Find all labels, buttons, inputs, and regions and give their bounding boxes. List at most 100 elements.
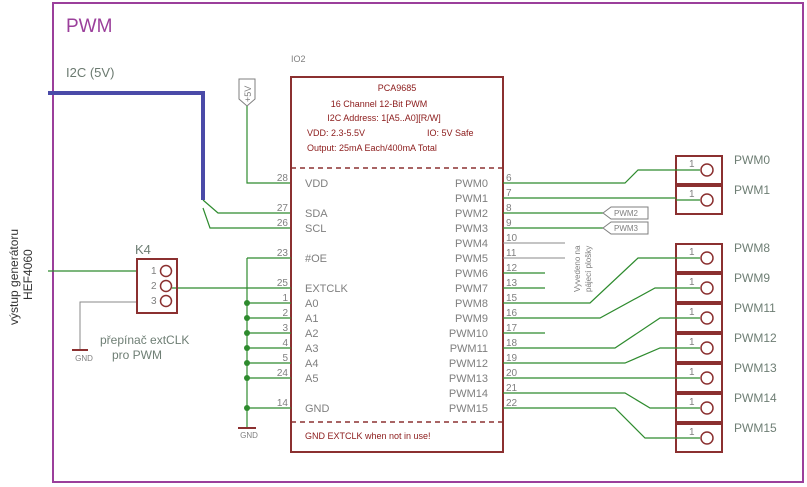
ic-name: PCA9685 [378, 83, 417, 93]
left-pin-number: 24 [277, 368, 289, 379]
side-note-2: pájecí plošky [584, 246, 593, 292]
junction-dot [244, 375, 250, 381]
plus5v-label: +5V [243, 86, 253, 102]
left-pin-number: 2 [282, 308, 288, 319]
k4-caption-2: pro PWM [112, 348, 162, 362]
left-pin-name: A1 [305, 313, 318, 325]
left-pin-name: A2 [305, 328, 318, 340]
right-pin-number: 9 [506, 218, 512, 229]
right-pin-name: PWM14 [449, 388, 488, 400]
right-pin-name: PWM3 [455, 223, 488, 235]
ic-addr: I2C Address: 1[A5..A0][R/W] [327, 113, 441, 123]
chip-gnd-label: GND [240, 431, 258, 440]
junction-dot [244, 315, 250, 321]
k4-gnd-wire [79, 301, 137, 350]
scl-wire [202, 207, 291, 229]
i2c-bus [48, 91, 205, 200]
k4-pin [159, 279, 173, 293]
right-pin-name: PWM5 [455, 253, 488, 265]
right-pin-number: 10 [506, 233, 518, 244]
right-pin-name: PWM12 [449, 358, 488, 370]
sheet-frame [52, 2, 804, 483]
connector-label: PWM12 [734, 331, 777, 345]
connector-pin [700, 281, 714, 295]
right-pin-number: 22 [506, 398, 518, 409]
connector-pin-number: 1 [689, 307, 695, 318]
left-pin-number: 23 [277, 248, 289, 259]
junction-dot [244, 345, 250, 351]
left-pin-name: A4 [305, 358, 318, 370]
right-pin-number: 15 [506, 293, 518, 304]
left-pin-number: 26 [277, 218, 289, 229]
ic-io-note: IO: 5V Safe [427, 128, 474, 138]
connector-label: PWM13 [734, 361, 777, 375]
left-pin-name: SCL [305, 223, 326, 235]
plus5v-symbol [238, 78, 256, 107]
right-pin-name: PWM2 [455, 208, 488, 220]
right-pin-name: PWM6 [455, 268, 488, 280]
k4-pin-number: 2 [151, 281, 157, 292]
k4-gnd-label: GND [75, 354, 93, 363]
connector-pin-number: 1 [689, 337, 695, 348]
right-pin-number: 13 [506, 278, 518, 289]
connector-label: PWM11 [734, 301, 776, 315]
pwm-trace [545, 407, 676, 439]
sda-wire [202, 199, 291, 214]
left-pin-name: A5 [305, 373, 318, 385]
k4-pin [159, 294, 173, 308]
k4-pin-number: 3 [151, 296, 157, 307]
bus-label: I2C (5V) [66, 65, 114, 80]
connector-label: PWM1 [734, 183, 770, 197]
connector-pin [700, 401, 714, 415]
left-pin-number: 4 [282, 338, 288, 349]
left-pin-number: 28 [277, 173, 289, 184]
right-pin-number: 16 [506, 308, 518, 319]
ic-body [290, 76, 504, 453]
connector-pin [700, 251, 714, 265]
right-pin-number: 7 [506, 188, 512, 199]
pwm-trace [545, 169, 676, 184]
ic-ref: IO2 [291, 54, 306, 64]
connector-label: PWM14 [734, 391, 777, 405]
ic-vdd-range: VDD: 2.3-5.5V [307, 128, 365, 138]
right-pin-number: 17 [506, 323, 518, 334]
right-pin-name: PWM1 [455, 193, 488, 205]
connector-pin-number: 1 [689, 189, 695, 200]
left-pin-number: 27 [277, 203, 289, 214]
net-flag [602, 206, 649, 220]
connector-label: PWM9 [734, 271, 770, 285]
connector-pin-number: 1 [689, 247, 695, 258]
side-note-1: Vyvedeno na [573, 245, 582, 292]
right-pin-name: PWM10 [449, 328, 488, 340]
connector-pin [700, 371, 714, 385]
left-pin-number: 25 [277, 278, 289, 289]
k4-caption-1: přepínač extCLK [100, 333, 189, 347]
connector-pin [700, 341, 714, 355]
right-pin-name: PWM4 [455, 238, 488, 250]
left-pin-name: #OE [305, 253, 327, 265]
right-pin-name: PWM0 [455, 178, 488, 190]
pwm-trace [545, 317, 676, 349]
connector-pin-number: 1 [689, 427, 695, 438]
net-flag-label: PWM2 [614, 209, 639, 218]
connector-pin-number: 1 [689, 367, 695, 378]
right-pin-number: 6 [506, 173, 512, 184]
k4-ref: K4 [135, 242, 151, 257]
connector-pin [700, 193, 714, 207]
frame-title: PWM [66, 16, 112, 37]
pwm-trace [545, 257, 676, 304]
right-pin-name: PWM7 [455, 283, 488, 295]
vdd-wire [246, 106, 291, 184]
left-pin-name: SDA [305, 208, 328, 220]
left-pin-number: 1 [282, 293, 288, 304]
net-flag-label: PWM3 [614, 224, 639, 233]
left-pin-number: 14 [277, 398, 289, 409]
connector-pin [700, 431, 714, 445]
connector-label: PWM15 [734, 421, 777, 435]
pwm-trace [545, 392, 676, 409]
left-pin-name: VDD [305, 178, 328, 190]
connector-pin-number: 1 [689, 159, 695, 170]
